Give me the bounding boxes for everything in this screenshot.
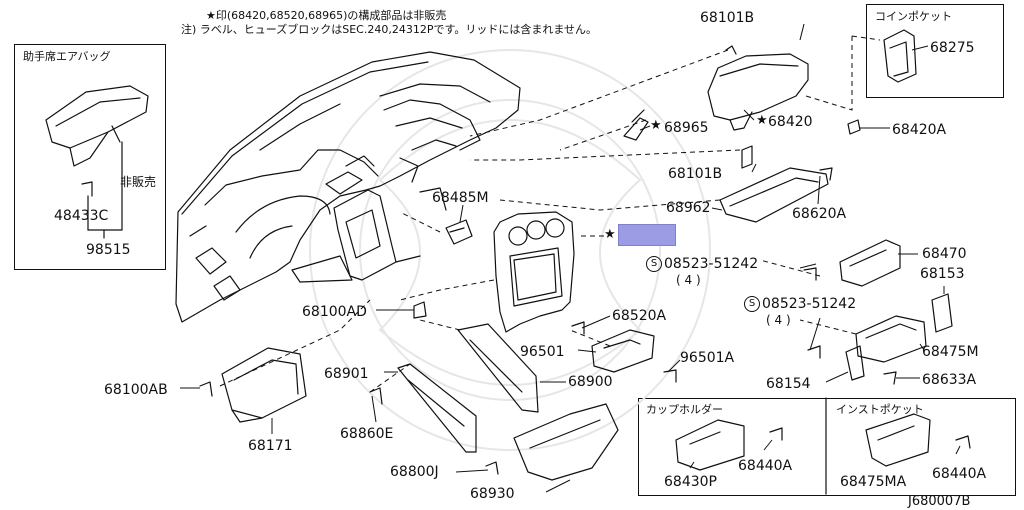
label-not-sold: 非販売: [120, 175, 157, 189]
highlighted-part-68520[interactable]: [618, 224, 676, 246]
label-68154[interactable]: 68154: [766, 376, 811, 392]
note-line-1: ★印(68420,68520,68965)の構成部品は非販売: [206, 9, 447, 22]
label-98515[interactable]: 98515: [86, 242, 131, 258]
airbag-inset-box: 助手席エアバッグ: [14, 44, 166, 270]
watermark-emblem: [309, 49, 711, 451]
label-68440A-inst[interactable]: 68440A: [932, 466, 987, 482]
label-68520A[interactable]: 68520A: [612, 308, 667, 324]
lower-panel-68930: [513, 403, 619, 481]
label-68430P[interactable]: 68430P: [664, 474, 717, 490]
airbag-module: [45, 85, 149, 149]
label-68440A-cup[interactable]: 68440A: [738, 458, 793, 474]
coin-pocket-inset-title: コインポケット: [875, 10, 952, 23]
airbag-inset-title: 助手席エアバッグ: [23, 50, 111, 63]
tray-68962: [719, 167, 829, 223]
diagram-id: J680007B: [908, 494, 971, 509]
lower-cover-68900: [457, 323, 539, 413]
label-68171[interactable]: 68171: [248, 438, 293, 454]
label-68633A[interactable]: 68633A: [922, 372, 977, 388]
label-68470[interactable]: 68470: [922, 246, 967, 262]
instrument-panel: [175, 51, 521, 323]
label-08523-51242-b[interactable]: 08523-51242: [762, 296, 857, 312]
label-68475M[interactable]: 68475M: [922, 344, 979, 360]
label-68800J[interactable]: 68800J: [390, 464, 439, 480]
label-96501A[interactable]: 96501A: [680, 350, 735, 366]
s-mark-icon: S: [744, 296, 760, 312]
label-68620A[interactable]: 68620A: [792, 206, 847, 222]
label-68420A[interactable]: 68420A: [892, 122, 947, 138]
duct-68171: [221, 347, 307, 419]
label-68100AB[interactable]: 68100AB: [104, 382, 168, 398]
s-mark-icon: S: [646, 256, 662, 272]
label-68100AD[interactable]: 68100AD: [302, 304, 367, 320]
label-08523-qty-a: ( 4 ): [676, 273, 701, 287]
label-68420[interactable]: 68420: [768, 114, 813, 130]
label-68930[interactable]: 68930: [470, 486, 515, 502]
label-08523-51242-a[interactable]: 08523-51242: [664, 256, 759, 272]
label-68275[interactable]: 68275: [930, 40, 975, 56]
cup-holder-inset-title: カップホルダー: [646, 403, 723, 416]
label-48433C[interactable]: 48433C: [54, 208, 109, 224]
note-line-2: 注) ラベル、ヒューズブロックはSEC.240,24312Pです。リッドには含ま…: [181, 23, 598, 36]
label-68153[interactable]: 68153: [920, 266, 965, 282]
label-68101B-mid[interactable]: 68101B: [668, 166, 723, 182]
star-mark-68420: ★: [756, 113, 768, 128]
coin-pocket-inset-box: コインポケット: [866, 4, 1004, 98]
label-96501[interactable]: 96501: [520, 344, 565, 360]
label-68965[interactable]: 68965: [664, 120, 709, 136]
inst-pocket-inset-title: インストポケット: [836, 403, 924, 416]
lower-inset-box: [638, 398, 1016, 496]
label-68475MA[interactable]: 68475MA: [840, 474, 907, 490]
label-68901[interactable]: 68901: [324, 366, 369, 382]
star-mark-68520: ★: [604, 227, 616, 242]
label-68860E[interactable]: 68860E: [340, 426, 394, 442]
center-cluster-bezel: [493, 211, 575, 333]
star-mark-68965: ★: [650, 118, 662, 133]
label-68485M[interactable]: 68485M: [432, 190, 489, 206]
label-08523-qty-b: ( 4 ): [766, 313, 791, 327]
upper-lid-68420: [707, 53, 809, 121]
label-68900[interactable]: 68900: [568, 374, 613, 390]
label-68101B-top[interactable]: 68101B: [700, 10, 755, 26]
label-68962[interactable]: 68962: [666, 200, 711, 216]
